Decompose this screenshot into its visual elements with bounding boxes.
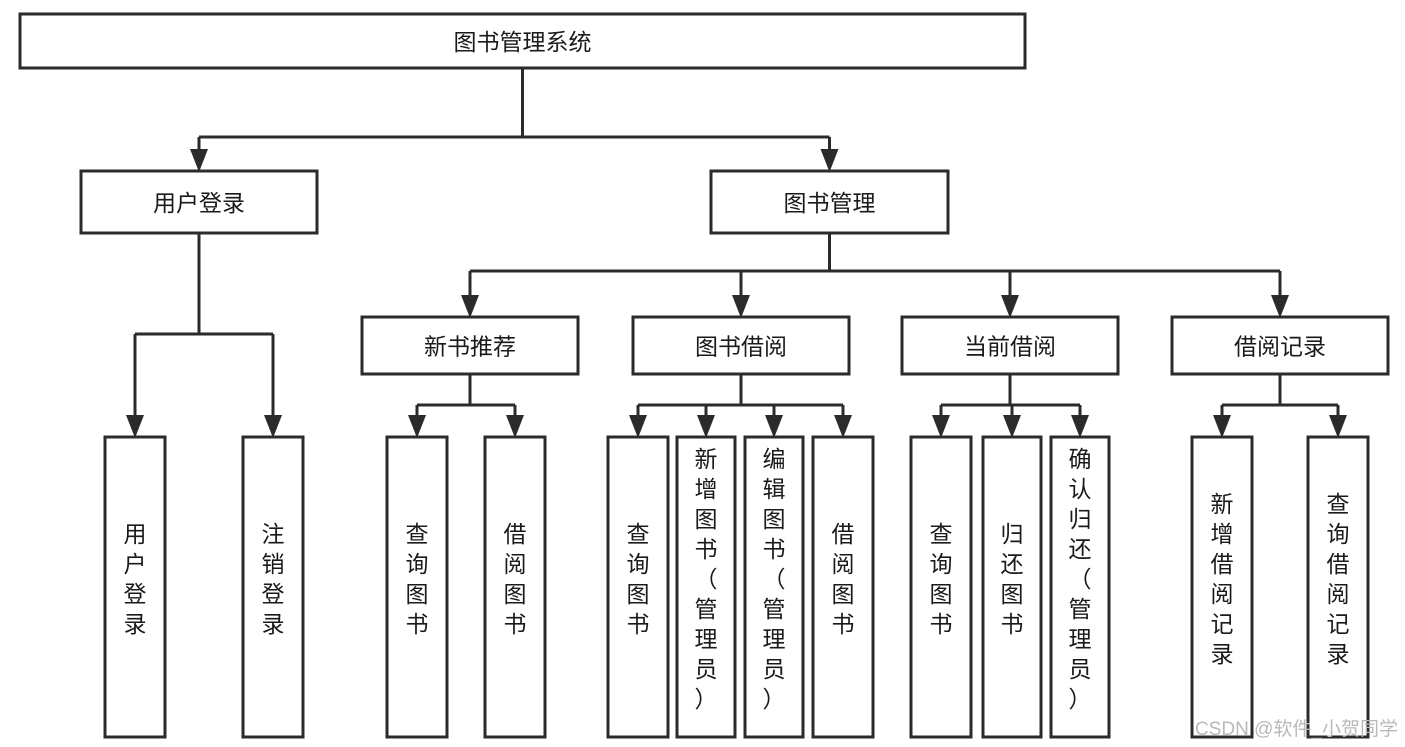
- csdn-watermark: CSDN @软件_小贺同学: [1195, 718, 1398, 740]
- connector-layer: [126, 68, 1347, 438]
- node-user-login[interactable]: 用户登录: [79, 169, 319, 235]
- node-label: 图书管理: [784, 190, 876, 216]
- arrow-head-icon: [461, 295, 479, 318]
- node-label: 当前借阅: [964, 334, 1056, 360]
- node-label: 归还图书: [1001, 521, 1024, 637]
- node-leaf-user-login[interactable]: 用户登录: [103, 435, 167, 739]
- arrow-head-icon: [506, 415, 524, 438]
- node-label: 用户登录: [153, 190, 245, 216]
- node-book-management[interactable]: 图书管理: [709, 169, 950, 235]
- node-leaf-borrow-book[interactable]: 借阅图书: [811, 435, 875, 739]
- arrow-head-icon: [1329, 415, 1347, 438]
- node-box[interactable]: [241, 435, 305, 739]
- node-borrow-record[interactable]: 借阅记录: [1170, 315, 1390, 376]
- node-label: 查询借阅记录: [1327, 491, 1350, 667]
- arrow-head-icon: [408, 415, 426, 438]
- node-box[interactable]: [79, 169, 319, 235]
- node-label: 确认归还（管理员）: [1069, 446, 1092, 712]
- arrow-head-icon: [732, 295, 750, 318]
- node-label: 查询图书: [930, 521, 953, 637]
- node-label: 新增图书（管理员）: [695, 446, 718, 712]
- node-box[interactable]: [743, 435, 805, 739]
- node-box[interactable]: [483, 435, 547, 739]
- node-label: 借阅记录: [1234, 334, 1326, 360]
- node-label: 新增借阅记录: [1211, 491, 1234, 667]
- arrow-head-icon: [1213, 415, 1231, 438]
- node-box[interactable]: [1306, 435, 1370, 739]
- arrow-head-icon: [697, 415, 715, 438]
- arrow-head-icon: [1001, 295, 1019, 318]
- arrow-head-icon: [190, 149, 208, 172]
- node-layer: 图书管理系统用户登录图书管理新书推荐图书借阅当前借阅借阅记录用户登录注销登录查询…: [18, 12, 1390, 739]
- node-box[interactable]: [1190, 435, 1254, 739]
- node-box[interactable]: [709, 169, 950, 235]
- node-box[interactable]: [1170, 315, 1390, 376]
- node-leaf-query-book-current[interactable]: 查询图书: [909, 435, 973, 739]
- connector-group-book-management: [461, 233, 1289, 318]
- node-box[interactable]: [1049, 435, 1111, 739]
- node-leaf-borrow-book-new[interactable]: 借阅图书: [483, 435, 547, 739]
- node-label: 用户登录: [124, 521, 147, 637]
- connector-group-borrow-record: [1213, 374, 1347, 438]
- node-label: 图书借阅: [695, 334, 787, 360]
- node-label: 借阅图书: [504, 521, 527, 637]
- connector-group-current-borrow: [932, 374, 1089, 438]
- node-box[interactable]: [811, 435, 875, 739]
- node-label: 新书推荐: [424, 334, 516, 360]
- arrow-head-icon: [1071, 415, 1089, 438]
- node-box[interactable]: [675, 435, 737, 739]
- node-leaf-return-book[interactable]: 归还图书: [981, 435, 1043, 739]
- node-new-book-recommend[interactable]: 新书推荐: [360, 315, 580, 376]
- node-label: 注销登录: [262, 521, 285, 637]
- arrow-head-icon: [126, 415, 144, 438]
- arrow-head-icon: [765, 415, 783, 438]
- node-label: 图书管理系统: [454, 29, 592, 55]
- node-current-borrow[interactable]: 当前借阅: [900, 315, 1120, 376]
- node-leaf-edit-book-admin[interactable]: 编辑图书（管理员）: [743, 435, 805, 739]
- arrow-head-icon: [1271, 295, 1289, 318]
- node-leaf-add-book-admin[interactable]: 新增图书（管理员）: [675, 435, 737, 739]
- node-leaf-query-borrow-record[interactable]: 查询借阅记录: [1306, 435, 1370, 739]
- node-root[interactable]: 图书管理系统: [18, 12, 1027, 70]
- node-label: 编辑图书（管理员）: [763, 446, 786, 712]
- node-box[interactable]: [981, 435, 1043, 739]
- node-box[interactable]: [606, 435, 670, 739]
- connector-group-book-borrow: [629, 374, 852, 438]
- arrow-head-icon: [834, 415, 852, 438]
- arrow-head-icon: [932, 415, 950, 438]
- arrow-head-icon: [1003, 415, 1021, 438]
- connector-group-root: [190, 68, 839, 172]
- connector-group-new-book-recommend: [408, 374, 524, 438]
- node-box[interactable]: [900, 315, 1120, 376]
- node-label: 查询图书: [406, 521, 429, 637]
- node-box[interactable]: [18, 12, 1027, 70]
- node-book-borrow[interactable]: 图书借阅: [631, 315, 851, 376]
- node-leaf-query-book-borrow[interactable]: 查询图书: [606, 435, 670, 739]
- node-box[interactable]: [103, 435, 167, 739]
- arrow-head-icon: [264, 415, 282, 438]
- arrow-head-icon: [820, 149, 839, 172]
- node-label: 查询图书: [627, 521, 650, 637]
- node-leaf-query-book-new[interactable]: 查询图书: [385, 435, 449, 739]
- node-leaf-add-borrow-record[interactable]: 新增借阅记录: [1190, 435, 1254, 739]
- node-leaf-confirm-return-admin[interactable]: 确认归还（管理员）: [1049, 435, 1111, 739]
- node-box[interactable]: [909, 435, 973, 739]
- arrow-head-icon: [629, 415, 647, 438]
- node-leaf-user-logout[interactable]: 注销登录: [241, 435, 305, 739]
- node-box[interactable]: [631, 315, 851, 376]
- node-label: 借阅图书: [832, 521, 855, 637]
- connector-group-user-login: [126, 233, 282, 438]
- node-box[interactable]: [360, 315, 580, 376]
- node-box[interactable]: [385, 435, 449, 739]
